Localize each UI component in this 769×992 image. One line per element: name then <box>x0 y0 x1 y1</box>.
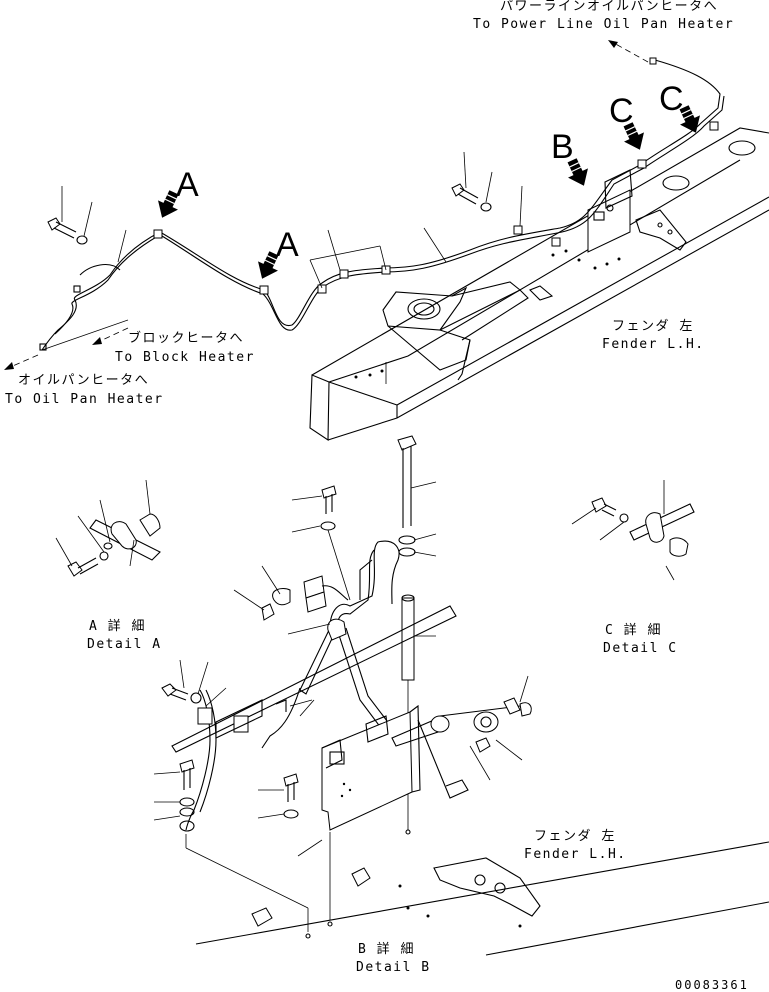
view-arrow-c2-icon <box>679 105 700 133</box>
view-arrow-b-icon <box>567 158 588 186</box>
fender-top-label-jp: フェンダ 左 <box>612 319 694 334</box>
view-arrow-c1-icon <box>623 122 644 150</box>
lower-fender <box>195 841 769 956</box>
block-heater-label-en: To Block Heater <box>115 350 255 365</box>
oil-pan-label-jp: オイルパンヒータへ <box>18 373 149 388</box>
detail-b-leaders <box>185 565 333 939</box>
upper-leader-lines <box>41 151 523 351</box>
upper-fender <box>309 127 769 442</box>
block-heater-label-jp: ブロックヒータへ <box>128 330 244 346</box>
upper-bolt-mid-icon <box>451 183 492 212</box>
detail-b-harness <box>171 540 457 831</box>
detail-b-panel <box>321 702 532 831</box>
fender-top-label-en: Fender L.H. <box>602 337 705 352</box>
view-letter-b: B <box>551 128 574 166</box>
fender-bottom-label-jp: フェンダ 左 <box>534 829 616 844</box>
power-line-label-en: To Power Line Oil Pan Heater <box>473 17 734 32</box>
detail-a-label-en: Detail A <box>87 637 162 652</box>
view-letter-c-2: C <box>659 80 684 118</box>
view-letter-a-2: A <box>276 226 299 264</box>
direction-arrow-oil-pan-icon <box>4 354 39 370</box>
detail-c-assembly <box>571 480 695 581</box>
drawing-number: 00083361 <box>675 978 749 992</box>
upper-front-bracket <box>635 209 687 251</box>
long-bolt-icon <box>397 435 437 557</box>
detail-b-connector-group <box>261 575 349 641</box>
upper-mount-bracket <box>382 281 554 384</box>
detail-a-assembly <box>55 479 161 577</box>
detail-b-label-jp: B 詳 細 <box>358 941 415 957</box>
direction-arrow-block-heater-icon <box>92 327 129 345</box>
view-arrow-a2-icon <box>258 251 279 279</box>
upper-harness <box>39 57 725 351</box>
oil-pan-label-en: To Oil Pan Heater <box>5 392 164 407</box>
fender-bottom-label-en: Fender L.H. <box>524 847 627 862</box>
upper-detail-b-panel <box>587 169 633 253</box>
view-arrow-a1-icon <box>158 190 179 218</box>
detail-b-bolts <box>153 485 529 832</box>
detail-c-label-jp: C 詳 細 <box>605 622 662 638</box>
direction-arrow-power-line-icon <box>608 40 649 63</box>
detail-a-label-jp: A 詳 細 <box>89 618 146 634</box>
power-line-label-jp: パワーラインオイルパンヒータへ <box>500 0 718 14</box>
detail-c-label-en: Detail C <box>603 641 678 656</box>
view-letter-a-1: A <box>176 166 199 204</box>
upper-bolt-left-icon <box>47 217 88 245</box>
detail-b-label-en: Detail B <box>356 960 431 975</box>
